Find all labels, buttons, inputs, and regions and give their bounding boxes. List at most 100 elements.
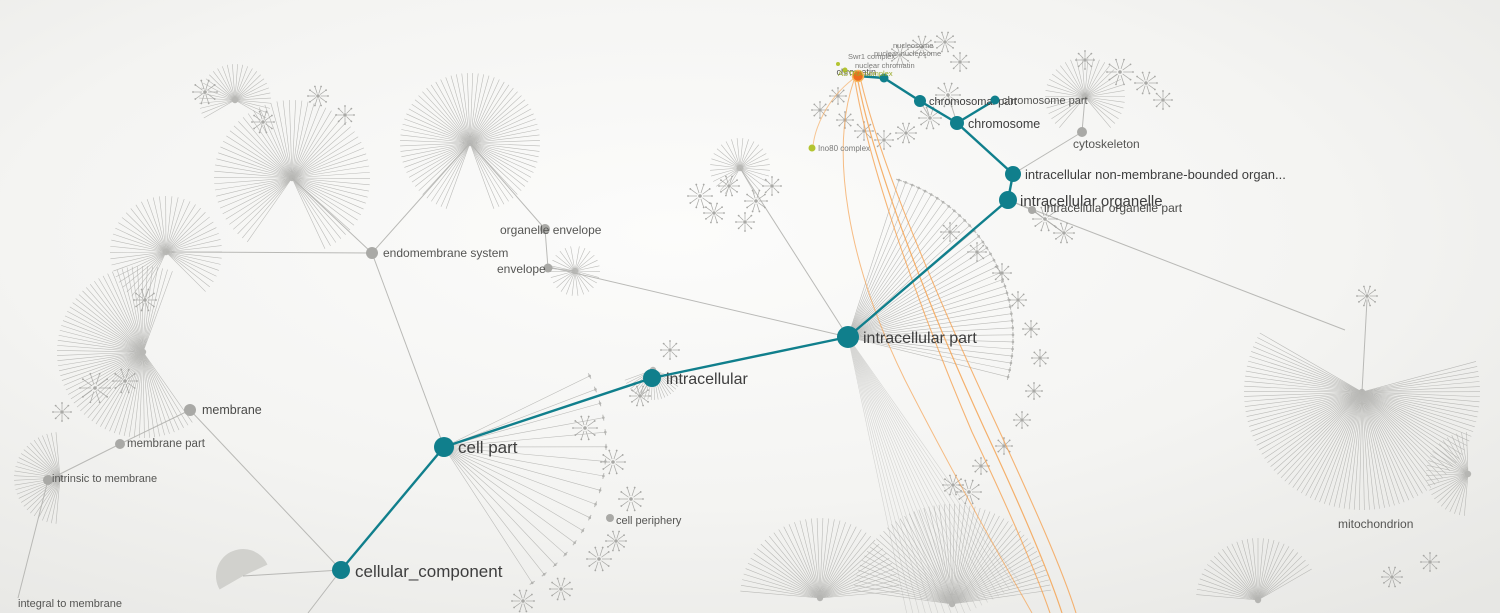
highlight-edge <box>854 80 1051 613</box>
leaf-cluster <box>605 530 627 552</box>
go-term-node[interactable] <box>366 247 378 259</box>
leaf-cluster <box>1106 58 1134 86</box>
leaf-cluster <box>744 189 768 213</box>
leaf-cluster <box>586 546 612 572</box>
leaf-cluster <box>895 122 917 144</box>
leaf-cluster <box>972 457 990 475</box>
highlight-edge <box>812 78 854 147</box>
term-label-intracellular[interactable]: intracellular <box>666 371 748 388</box>
leaf-cluster <box>967 242 987 262</box>
go-term-node-chromosome[interactable] <box>950 116 964 130</box>
go-term-node[interactable] <box>1028 206 1036 214</box>
term-label[interactable]: nuclear nucleosome <box>874 49 941 58</box>
leaf-cluster <box>829 87 847 105</box>
leaf-cluster <box>1022 320 1040 338</box>
leaf-cluster <box>1153 90 1173 110</box>
fan-cluster <box>852 504 1052 608</box>
leaf-cluster <box>950 52 970 72</box>
go-term-node-chromatin[interactable] <box>879 73 889 83</box>
term-label[interactable]: Ino80 complex <box>818 144 870 153</box>
fan-cluster <box>440 373 608 585</box>
go-term-node[interactable] <box>184 404 196 416</box>
go-term-node-intracellular_nmb_organelle[interactable] <box>1005 166 1021 182</box>
leaf-cluster <box>889 44 911 66</box>
leaf-cluster <box>1134 71 1158 95</box>
term-label[interactable]: intracellular organelle part <box>1044 201 1183 215</box>
go-term-node-cell_part[interactable] <box>434 437 454 457</box>
leaf-cluster <box>251 110 275 134</box>
go-term-node[interactable] <box>808 144 816 152</box>
dense-fan-wedge <box>216 549 268 590</box>
go-term-node[interactable] <box>842 67 848 73</box>
fan-cluster <box>199 64 271 119</box>
go-term-node-chromosomal_part[interactable] <box>914 95 926 107</box>
term-label[interactable]: organelle envelope <box>500 223 602 237</box>
fan-cluster <box>1244 332 1481 510</box>
leaf-cluster <box>910 35 934 59</box>
leaf-cluster <box>629 385 651 407</box>
fan-cluster <box>844 333 1021 613</box>
go-term-node[interactable] <box>43 475 53 485</box>
term-label-chromosome_part[interactable]: chromosome part <box>1002 95 1088 107</box>
leaf-cluster <box>703 202 725 224</box>
highlight-edge <box>842 79 1033 613</box>
fan-cluster <box>1196 538 1312 604</box>
go-term-node-cellular_component[interactable] <box>332 561 350 579</box>
selected-term-node[interactable] <box>851 69 865 83</box>
term-label-intracellular_part[interactable]: intracellular part <box>863 330 977 347</box>
term-label[interactable]: endomembrane system <box>383 246 508 260</box>
leaf-cluster <box>660 340 680 360</box>
go-term-node[interactable] <box>836 62 840 66</box>
term-label[interactable]: membrane part <box>127 438 206 450</box>
leaf-cluster <box>940 222 960 242</box>
term-label[interactable]: ASTRA complex <box>838 69 893 78</box>
leaf-cluster <box>192 79 218 105</box>
term-label[interactable]: nucleosome <box>893 41 933 50</box>
leaf-cluster <box>618 486 644 512</box>
term-label[interactable]: Swr1 complex <box>848 52 895 61</box>
leaf-cluster <box>956 479 982 505</box>
leaf-cluster <box>1032 206 1058 232</box>
leaf-cluster <box>52 402 72 422</box>
term-label-cellular_component[interactable]: cellular_component <box>355 562 503 581</box>
leaf-cluster <box>874 130 894 150</box>
go-term-node[interactable] <box>606 514 614 522</box>
term-label[interactable]: cell periphery <box>616 515 682 527</box>
graph-edges <box>17 94 1368 613</box>
leaf-cluster <box>735 212 755 232</box>
leaf-cluster <box>687 183 713 209</box>
leaf-cluster <box>718 175 740 197</box>
go-term-node-intracellular[interactable] <box>643 369 661 387</box>
go-term-node[interactable] <box>543 263 553 273</box>
term-label[interactable]: cytoskeleton <box>1073 137 1140 151</box>
go-term-node-intracellular_part[interactable] <box>837 326 859 348</box>
fan-cluster <box>400 73 540 209</box>
term-label[interactable]: membrane <box>202 403 262 417</box>
go-term-node-chromosome_part[interactable] <box>990 95 1000 105</box>
leaf-cluster <box>572 415 598 441</box>
go-term-node[interactable] <box>1077 127 1087 137</box>
term-label[interactable]: envelope <box>497 262 546 276</box>
leaf-cluster <box>511 589 535 613</box>
term-label[interactable]: integral to membrane <box>18 598 122 610</box>
go-term-node-intracellular_organelle[interactable] <box>999 191 1017 209</box>
leaf-cluster <box>935 82 961 108</box>
leaf-cluster <box>1013 411 1031 429</box>
fan-cluster <box>1045 57 1125 128</box>
leaf-cluster <box>811 101 829 119</box>
term-label-intracellular_nmb_organelle[interactable]: intracellular non-membrane-bounded organ… <box>1025 167 1286 182</box>
go-term-node[interactable] <box>540 224 550 234</box>
highlight-edge <box>857 80 1063 613</box>
term-label-cell_part[interactable]: cell part <box>458 438 518 457</box>
leaf-cluster <box>1420 552 1440 572</box>
go-term-node[interactable] <box>115 439 125 449</box>
term-label[interactable]: intrinsic to membrane <box>52 473 157 485</box>
leaf-cluster <box>549 577 573 601</box>
term-label-intracellular_organelle[interactable]: intracellular organelle <box>1020 193 1163 210</box>
term-label[interactable]: mitochondrion <box>1338 517 1413 531</box>
leaf-cluster <box>1356 285 1378 307</box>
term-label-chromosome[interactable]: chromosome <box>968 117 1040 131</box>
term-label[interactable]: nuclear chromatin <box>855 61 915 70</box>
